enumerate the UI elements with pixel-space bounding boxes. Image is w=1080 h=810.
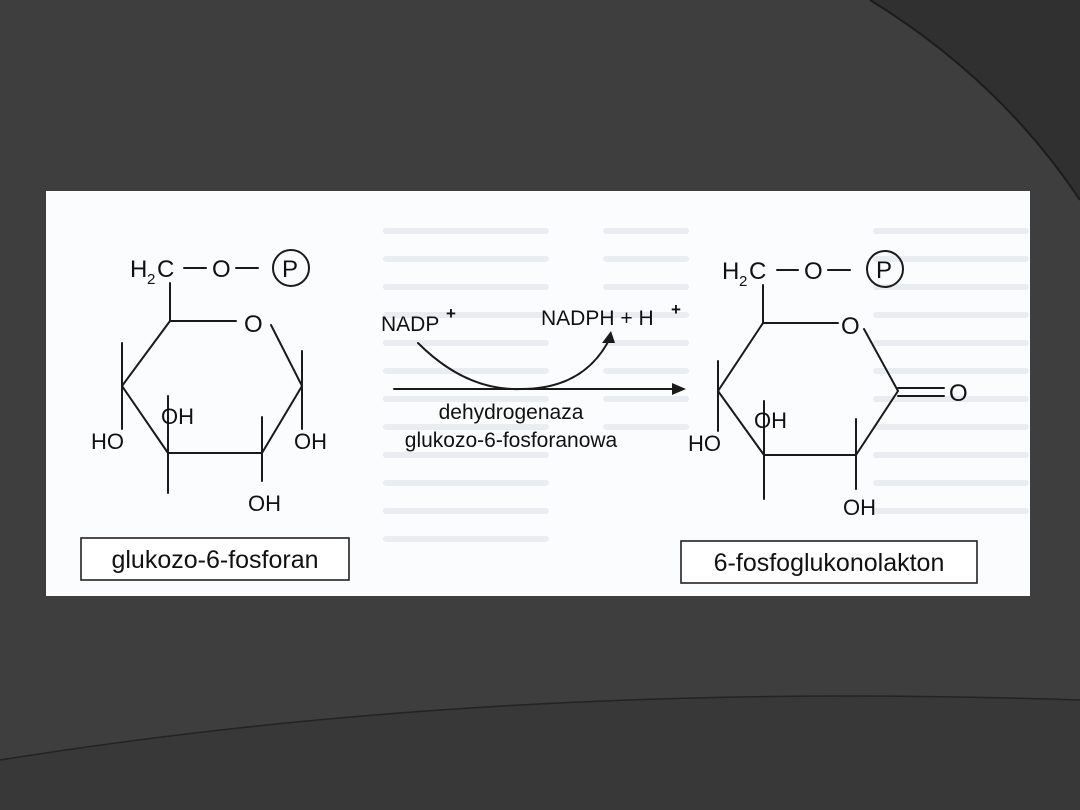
product-bridge-o: O [804, 258, 823, 285]
product-h-subscript: 2 [739, 273, 747, 290]
cofactor-in: NADP [381, 313, 439, 336]
product-h: H [722, 258, 739, 285]
cofactor-arrowhead [602, 331, 615, 343]
substrate-phosphate: P [282, 256, 298, 283]
cofactor-out: NADPH + H [541, 307, 654, 330]
substrate-phosphate-circle [272, 249, 310, 287]
substrate-ring-o: O [244, 311, 263, 338]
product-phosphate-circle [866, 250, 904, 288]
substrate-structure: H 2 C O P O OH HO OH OH [80, 249, 350, 581]
product-oh-top: OH [754, 408, 787, 433]
reaction-figure: H 2 C O P O OH HO OH OH [46, 191, 1030, 596]
substrate-name: glukozo-6-fosforan [111, 546, 318, 574]
enzyme-line2: glukozo-6-fosforanowa [405, 429, 618, 452]
substrate-name-box [80, 537, 350, 581]
cofactor-out-superscript: + [671, 300, 681, 319]
substrate-c: C [157, 256, 174, 283]
substrate-oh-right: OH [294, 429, 327, 454]
substrate-ho-left: HO [91, 429, 124, 454]
main-arrowhead [672, 383, 686, 395]
cofactor-in-superscript: + [446, 304, 456, 323]
product-carbonyl-o: O [949, 380, 968, 407]
substrate-h: H [130, 256, 147, 283]
enzyme-line1: dehydrogenaza [439, 401, 584, 424]
product-structure: H 2 C O P O O OH HO OH [680, 250, 978, 584]
product-oh-bottom: OH [843, 495, 876, 520]
substrate-h-subscript: 2 [147, 271, 155, 288]
product-phosphate: P [876, 257, 892, 284]
slide-bottom-swoosh [0, 696, 1080, 810]
product-name: 6-fosfoglukonolakton [714, 549, 945, 577]
product-ho-left: HO [688, 431, 721, 456]
substrate-bridge-o: O [212, 256, 231, 283]
product-name-box [680, 540, 978, 584]
product-c: C [749, 258, 766, 285]
bleed-through-texture [46, 191, 1030, 596]
substrate-oh-top: OH [161, 404, 194, 429]
slide-corner-swoosh [870, 0, 1080, 200]
substrate-oh-bottom: OH [248, 491, 281, 516]
product-ring-o: O [841, 313, 860, 340]
reaction-arrow-group: NADP + NADPH + H + dehydrogenaza glukozo… [381, 300, 686, 452]
